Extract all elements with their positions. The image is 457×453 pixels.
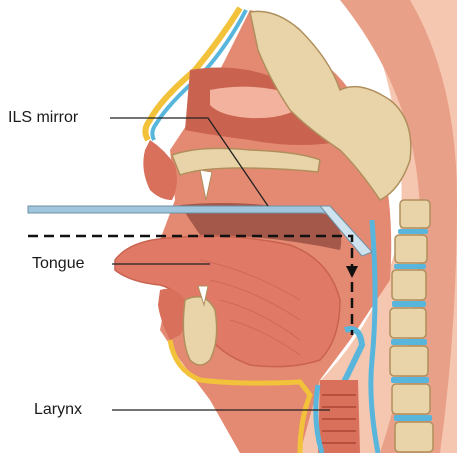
tongue-shape [115, 236, 340, 367]
ils-mirror-label: ILS mirror [8, 110, 78, 126]
tongue-label: Tongue [32, 256, 85, 272]
ils-mirror-shaft [28, 206, 328, 213]
larynx-label: Larynx [34, 402, 82, 418]
mandible-bone [183, 297, 216, 365]
spine [390, 200, 433, 452]
